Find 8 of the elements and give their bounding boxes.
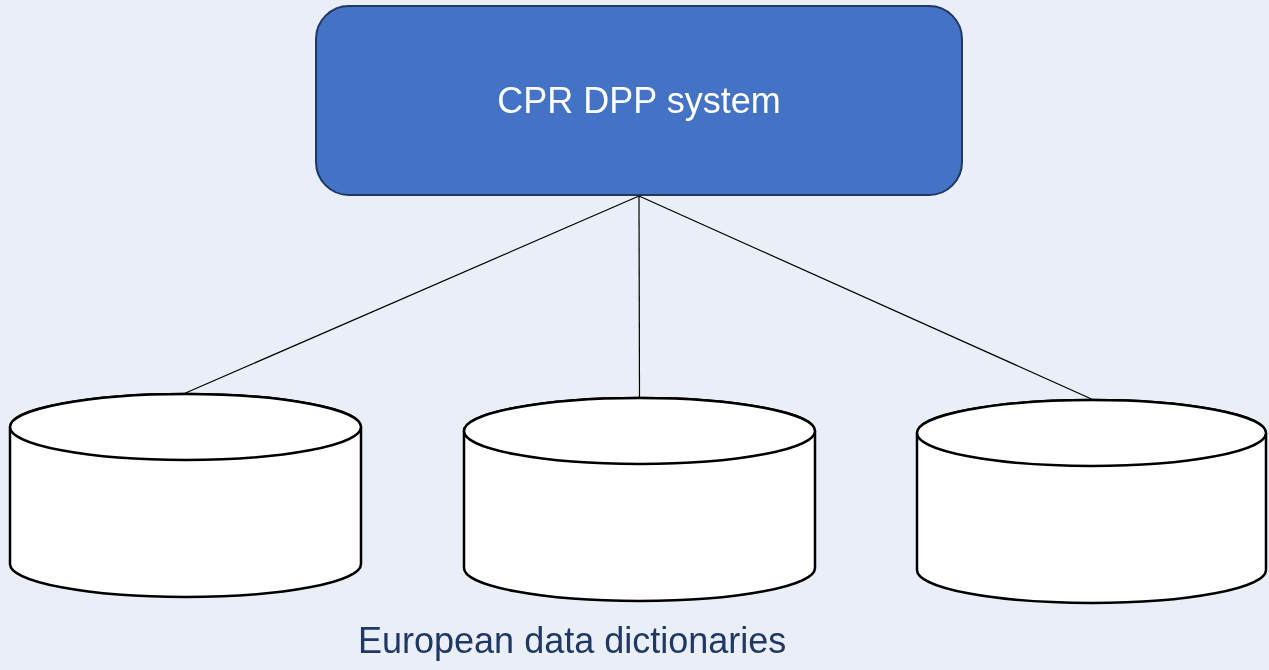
connector-line (184, 195, 640, 394)
database-cylinder (463, 397, 816, 602)
connector-line (638, 195, 1093, 400)
database-cylinder (9, 393, 362, 598)
system-box: CPR DPP system (315, 5, 963, 196)
caption-text: European data dictionaries (358, 620, 787, 662)
connector-line (638, 195, 641, 398)
database-cylinder (916, 399, 1267, 604)
